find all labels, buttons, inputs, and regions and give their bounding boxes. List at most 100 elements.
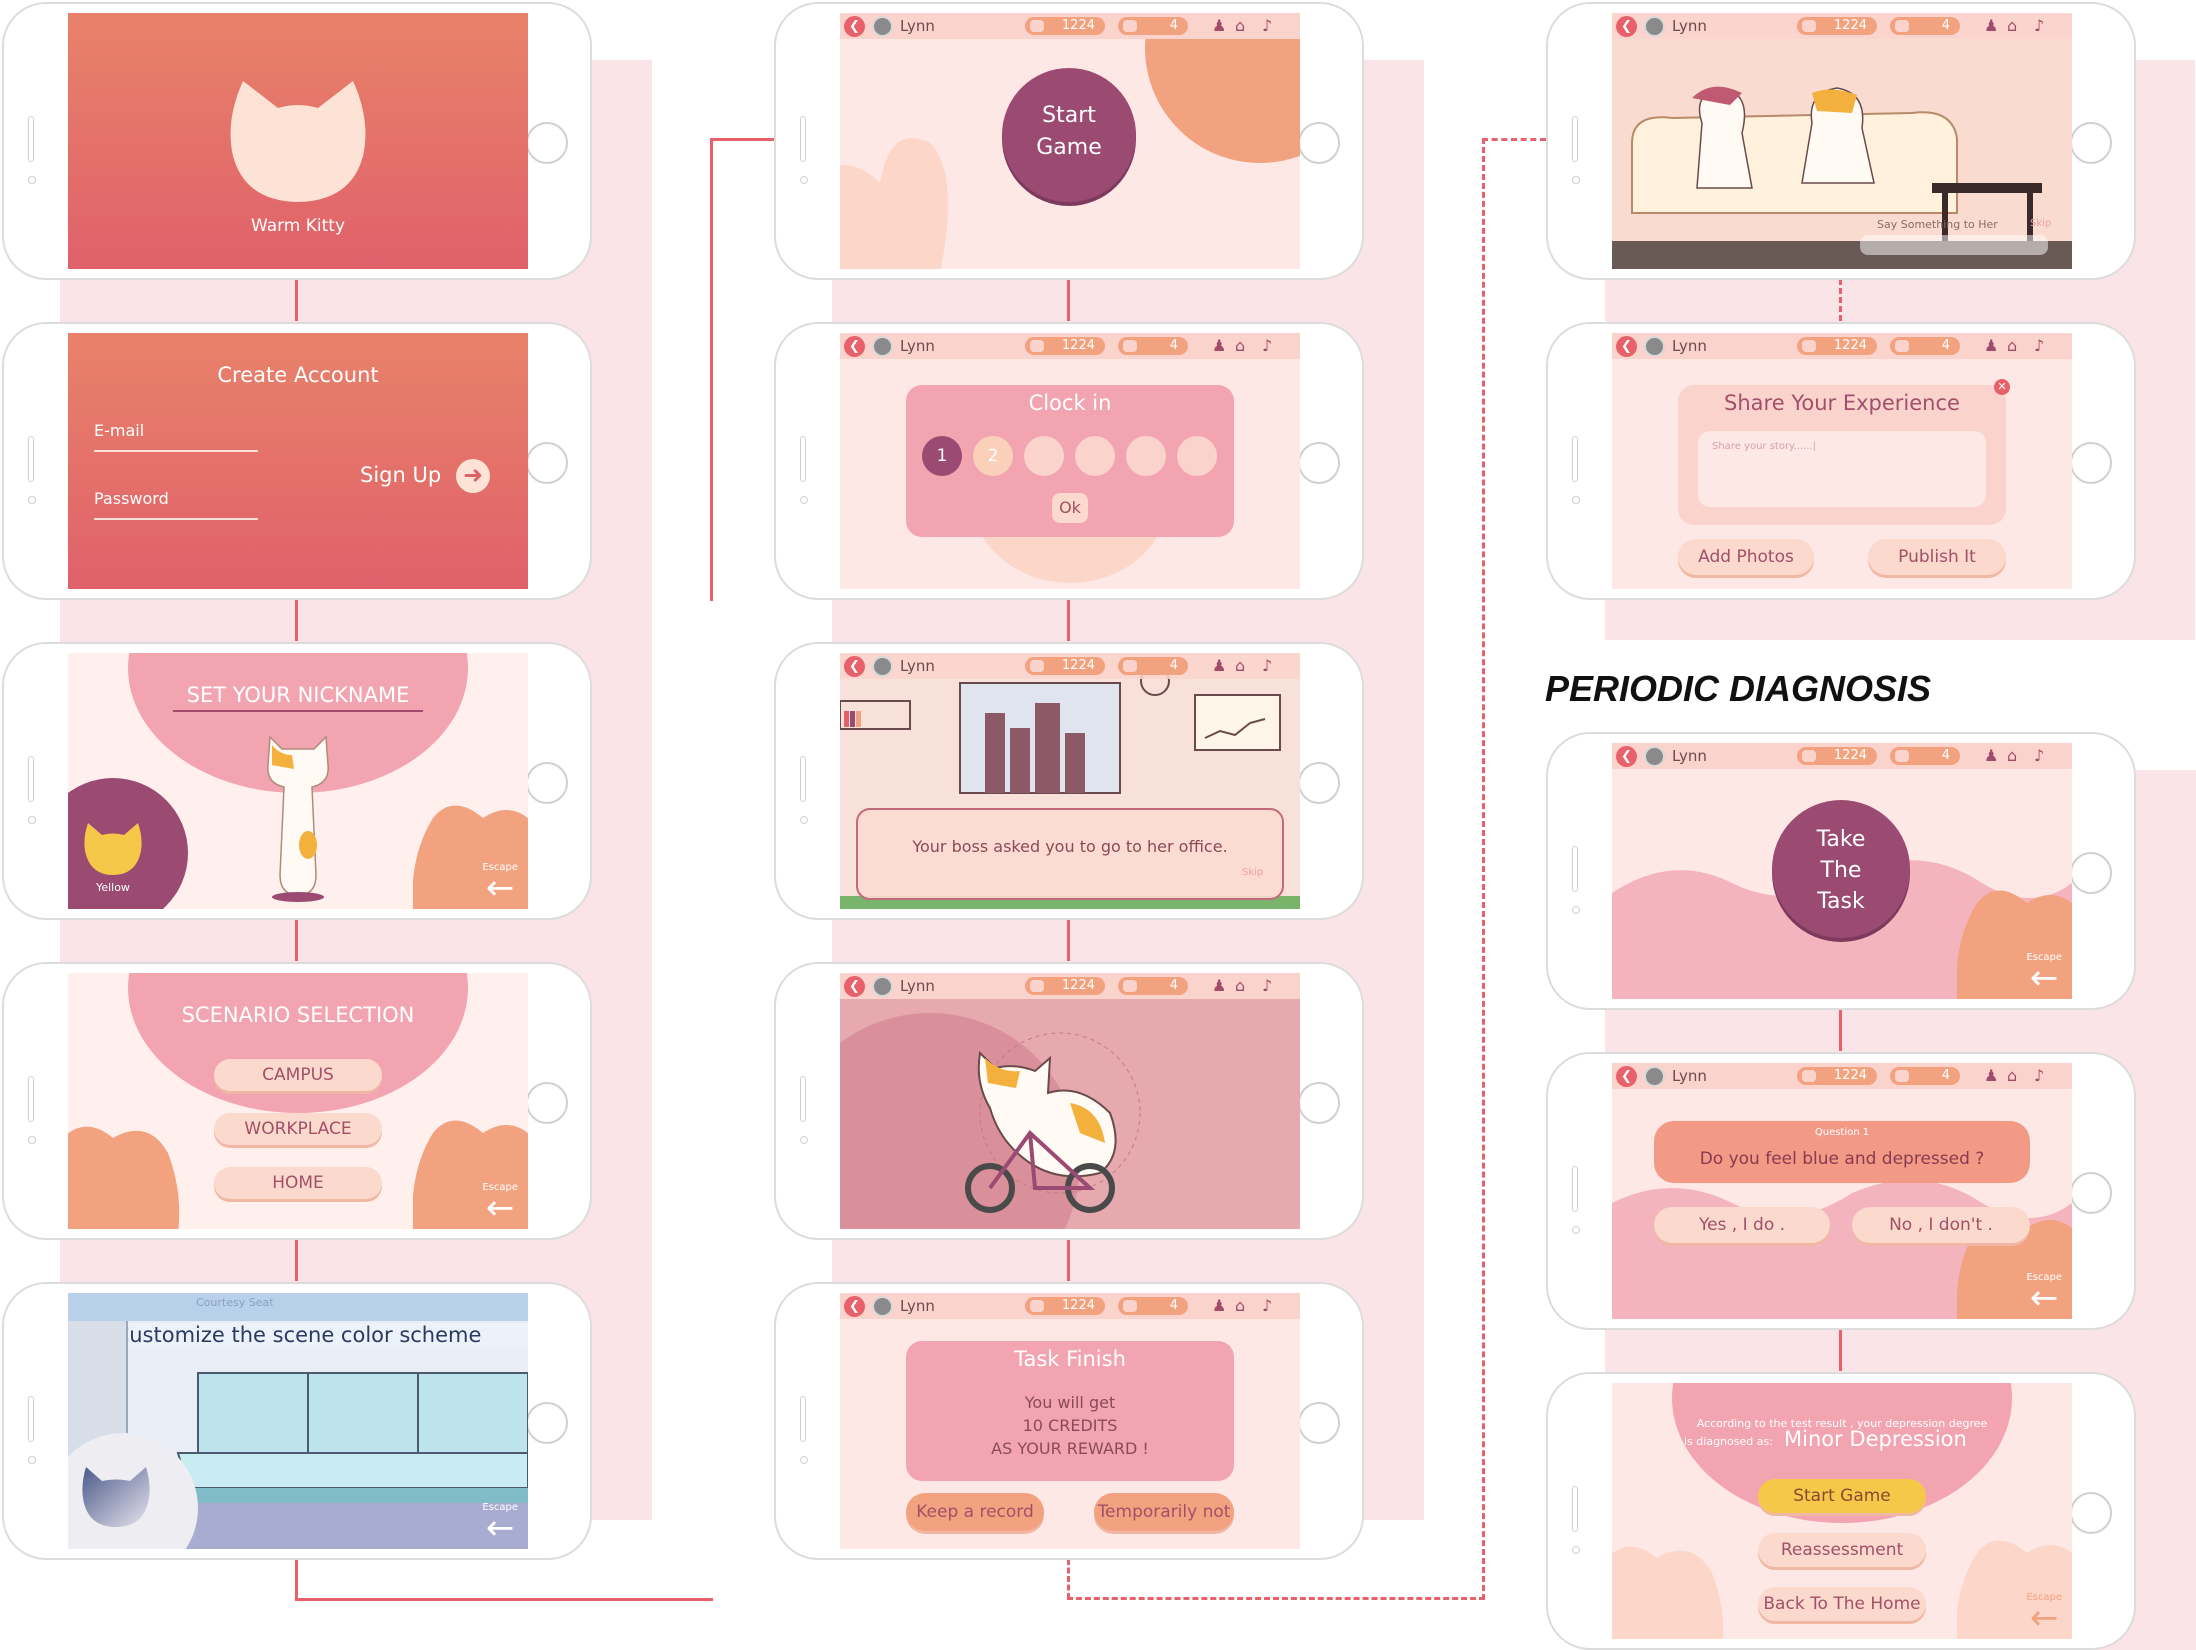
user-name: Lynn <box>1672 17 1707 35</box>
thermometer-icon[interactable]: ♪ <box>2034 1066 2045 1085</box>
cat-profile-icon[interactable]: ♟ <box>1212 16 1227 35</box>
back-icon[interactable]: ❮ <box>844 336 865 357</box>
avatar[interactable] <box>872 976 893 997</box>
close-icon[interactable]: ✕ <box>1994 379 2010 395</box>
day-3[interactable] <box>1024 436 1064 476</box>
cat-profile-icon[interactable]: ♟ <box>1212 1296 1227 1315</box>
take-task-button[interactable]: Take The Task <box>1772 800 1910 938</box>
escape-button[interactable]: Escape← <box>2026 1592 2062 1638</box>
house-icon[interactable]: ⌂ <box>2007 746 2018 765</box>
publish-button[interactable]: Publish It <box>1868 539 2006 575</box>
cat-profile-icon[interactable]: ♟ <box>1984 746 1999 765</box>
escape-button[interactable]: Escape← <box>2026 1272 2062 1318</box>
ok-button[interactable]: Ok <box>1052 493 1088 523</box>
back-icon[interactable]: ❮ <box>844 976 865 997</box>
skip-button[interactable]: Skip <box>1242 867 1264 878</box>
thermometer-icon[interactable]: ♪ <box>1262 16 1273 35</box>
back-icon[interactable]: ❮ <box>844 656 865 677</box>
day-2-checked[interactable]: 2 <box>973 436 1013 476</box>
thermometer-icon[interactable]: ♪ <box>2034 336 2045 355</box>
house-icon[interactable]: ⌂ <box>1235 656 1246 675</box>
house-icon[interactable]: ⌂ <box>2007 16 2018 35</box>
home-button[interactable] <box>1298 122 1340 164</box>
thermometer-icon[interactable]: ♪ <box>2034 746 2045 765</box>
home-button[interactable] <box>2070 852 2112 894</box>
home-button[interactable] <box>1298 442 1340 484</box>
house-icon[interactable]: ⌂ <box>1235 16 1246 35</box>
back-icon[interactable]: ❮ <box>1616 336 1637 357</box>
cat-profile-icon[interactable]: ♟ <box>1212 336 1227 355</box>
avatar[interactable] <box>1644 1066 1665 1087</box>
home-button[interactable] <box>526 1082 568 1124</box>
escape-button[interactable]: Escape← <box>482 1182 518 1228</box>
home-button[interactable] <box>1298 762 1340 804</box>
answer-yes-button[interactable]: Yes , I do . <box>1654 1207 1830 1243</box>
escape-button[interactable]: Escape← <box>482 1502 518 1548</box>
back-to-home-button[interactable]: Back To The Home <box>1758 1587 1926 1621</box>
temporarily-not-button[interactable]: Temporarily not <box>1094 1493 1234 1531</box>
heart-counter: 4 <box>1118 1297 1188 1315</box>
day-5[interactable] <box>1126 436 1166 476</box>
back-icon[interactable]: ❮ <box>844 1296 865 1317</box>
day-6[interactable] <box>1177 436 1217 476</box>
thermometer-icon[interactable]: ♪ <box>1262 656 1273 675</box>
reassessment-button[interactable]: Reassessment <box>1758 1533 1926 1567</box>
home-button[interactable] <box>2070 1172 2112 1214</box>
escape-button[interactable]: Escape← <box>482 862 518 908</box>
cat-profile-icon[interactable]: ♟ <box>1212 976 1227 995</box>
day-4[interactable] <box>1075 436 1115 476</box>
thermometer-icon[interactable]: ♪ <box>2034 16 2045 35</box>
thermometer-icon[interactable]: ♪ <box>1262 1296 1273 1315</box>
back-icon[interactable]: ❮ <box>1616 746 1637 767</box>
avatar[interactable] <box>872 336 893 357</box>
signup-label[interactable]: Sign Up <box>360 463 442 487</box>
avatar[interactable] <box>1644 16 1665 37</box>
skip-button[interactable]: Skip <box>2030 218 2052 229</box>
avatar[interactable] <box>872 656 893 677</box>
thermometer-icon[interactable]: ♪ <box>1262 976 1273 995</box>
back-icon[interactable]: ❮ <box>844 16 865 37</box>
home-button[interactable] <box>526 762 568 804</box>
home-button[interactable] <box>2070 122 2112 164</box>
email-field[interactable] <box>94 450 258 452</box>
scenario-campus-button[interactable]: CAMPUS <box>214 1059 382 1091</box>
house-icon[interactable]: ⌂ <box>1235 976 1246 995</box>
avatar[interactable] <box>1644 746 1665 767</box>
answer-no-button[interactable]: No , I don't . <box>1852 1207 2030 1243</box>
password-field[interactable] <box>94 518 258 520</box>
dialog-box[interactable] <box>856 808 1284 900</box>
avatar[interactable] <box>1644 336 1665 357</box>
phone-share: ❮ Lynn 1224 4 ♟ ⌂ ♪ ✕ Share Your Experie… <box>1546 322 2136 600</box>
say-something-input[interactable] <box>1860 235 2048 255</box>
scenario-workplace-button[interactable]: WORKPLACE <box>214 1113 382 1145</box>
avatar[interactable] <box>872 1296 893 1317</box>
home-button[interactable] <box>1298 1402 1340 1444</box>
home-button[interactable] <box>526 122 568 164</box>
keep-record-button[interactable]: Keep a record <box>906 1493 1044 1531</box>
avatar[interactable] <box>872 16 893 37</box>
home-button[interactable] <box>1298 1082 1340 1124</box>
house-icon[interactable]: ⌂ <box>1235 1296 1246 1315</box>
home-button[interactable] <box>2070 1492 2112 1534</box>
day-1-checked[interactable]: 1 <box>922 436 962 476</box>
thermometer-icon[interactable]: ♪ <box>1262 336 1273 355</box>
cat-profile-icon[interactable]: ♟ <box>1984 16 1999 35</box>
cat-profile-icon[interactable]: ♟ <box>1984 1066 1999 1085</box>
cat-profile-icon[interactable]: ♟ <box>1212 656 1227 675</box>
house-icon[interactable]: ⌂ <box>2007 1066 2018 1085</box>
add-photos-button[interactable]: Add Photos <box>1678 539 1814 575</box>
home-button[interactable] <box>526 1402 568 1444</box>
arrow-right-icon[interactable]: ➜ <box>456 459 490 493</box>
escape-button[interactable]: Escape← <box>2026 952 2062 998</box>
back-icon[interactable]: ❮ <box>1616 16 1637 37</box>
back-icon[interactable]: ❮ <box>1616 1066 1637 1087</box>
start-game-button[interactable]: Start Game <box>1002 68 1136 202</box>
start-game-button[interactable]: Start Game <box>1758 1479 1926 1513</box>
story-textarea[interactable] <box>1698 431 1986 507</box>
cat-profile-icon[interactable]: ♟ <box>1984 336 1999 355</box>
house-icon[interactable]: ⌂ <box>1235 336 1246 355</box>
home-button[interactable] <box>2070 442 2112 484</box>
home-button[interactable] <box>526 442 568 484</box>
scenario-home-button[interactable]: HOME <box>214 1167 382 1199</box>
house-icon[interactable]: ⌂ <box>2007 336 2018 355</box>
